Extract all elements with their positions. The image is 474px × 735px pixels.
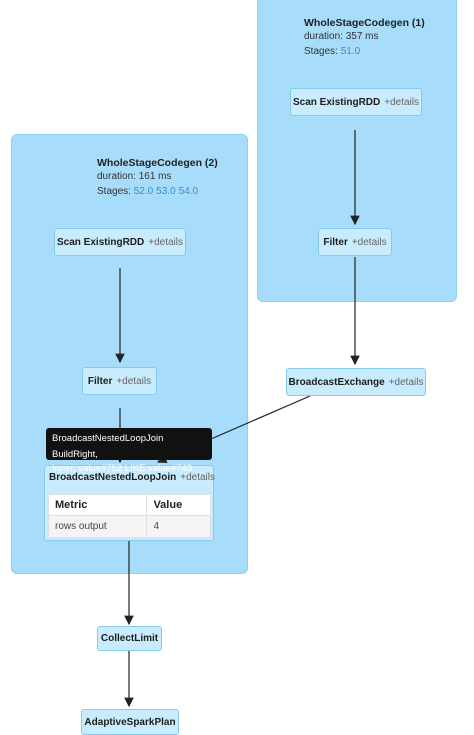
details-link[interactable]: +details — [116, 375, 152, 387]
details-link[interactable]: +details — [180, 472, 215, 483]
stage-link[interactable]: 54.0 — [178, 186, 199, 197]
stages-label: Stages: — [304, 46, 338, 57]
node-name: Filter — [87, 375, 113, 387]
value-header: Value — [146, 494, 211, 516]
node-scan-existing-rdd-2[interactable]: Scan ExistingRDD +details — [54, 228, 186, 256]
cluster-duration: duration: 357 ms — [304, 31, 379, 42]
node-name: Filter — [323, 236, 348, 248]
cluster-title: WholeStageCodegen (2) — [97, 157, 218, 169]
node-name: BroadcastNestedLoopJoin — [49, 472, 177, 483]
node-adaptive-spark-plan[interactable]: AdaptiveSparkPlan — [81, 709, 179, 735]
cluster-duration: duration: 161 ms — [97, 171, 172, 182]
stages-label: Stages: — [97, 186, 131, 197]
cluster-stages: Stages: 51.0 — [304, 44, 425, 59]
node-name: CollectLimit — [100, 633, 159, 644]
stage-link[interactable]: 52.0 — [133, 186, 154, 197]
node-filter-1[interactable]: Filter +details — [318, 228, 392, 256]
metric-header: Metric — [47, 494, 148, 516]
node-scan-existing-rdd-1[interactable]: Scan ExistingRDD +details — [290, 88, 422, 116]
value-cell: 4 — [146, 515, 211, 538]
stage-link[interactable]: 51.0 — [340, 46, 361, 57]
node-broadcast-exchange[interactable]: BroadcastExchange +details — [286, 368, 426, 396]
details-link[interactable]: +details — [384, 96, 419, 108]
tooltip-line-2: Inner, value#752 LIKE value#749 — [52, 463, 192, 474]
tooltip-line-1: BroadcastNestedLoopJoin BuildRight, — [52, 433, 164, 460]
node-tooltip: BroadcastNestedLoopJoin BuildRight, Inne… — [46, 428, 212, 474]
cluster-title: WholeStageCodegen (1) — [304, 17, 425, 29]
node-collect-limit[interactable]: CollectLimit — [97, 626, 162, 651]
metric-cell: rows output — [47, 515, 148, 538]
node-name: Scan ExistingRDD — [57, 236, 145, 248]
node-name: BroadcastExchange — [288, 376, 385, 388]
details-link[interactable]: +details — [388, 376, 424, 388]
table-row: rows output 4 — [47, 515, 211, 538]
stage-link[interactable]: 53.0 — [156, 186, 176, 197]
details-link[interactable]: +details — [351, 236, 387, 248]
metrics-table: Metric Value rows output 4 — [47, 494, 211, 538]
metrics-header-row: Metric Value — [47, 494, 211, 516]
node-name: AdaptiveSparkPlan — [84, 716, 176, 728]
details-link[interactable]: +details — [148, 236, 183, 248]
node-filter-2[interactable]: Filter +details — [82, 367, 157, 395]
node-name: Scan ExistingRDD — [293, 96, 381, 108]
